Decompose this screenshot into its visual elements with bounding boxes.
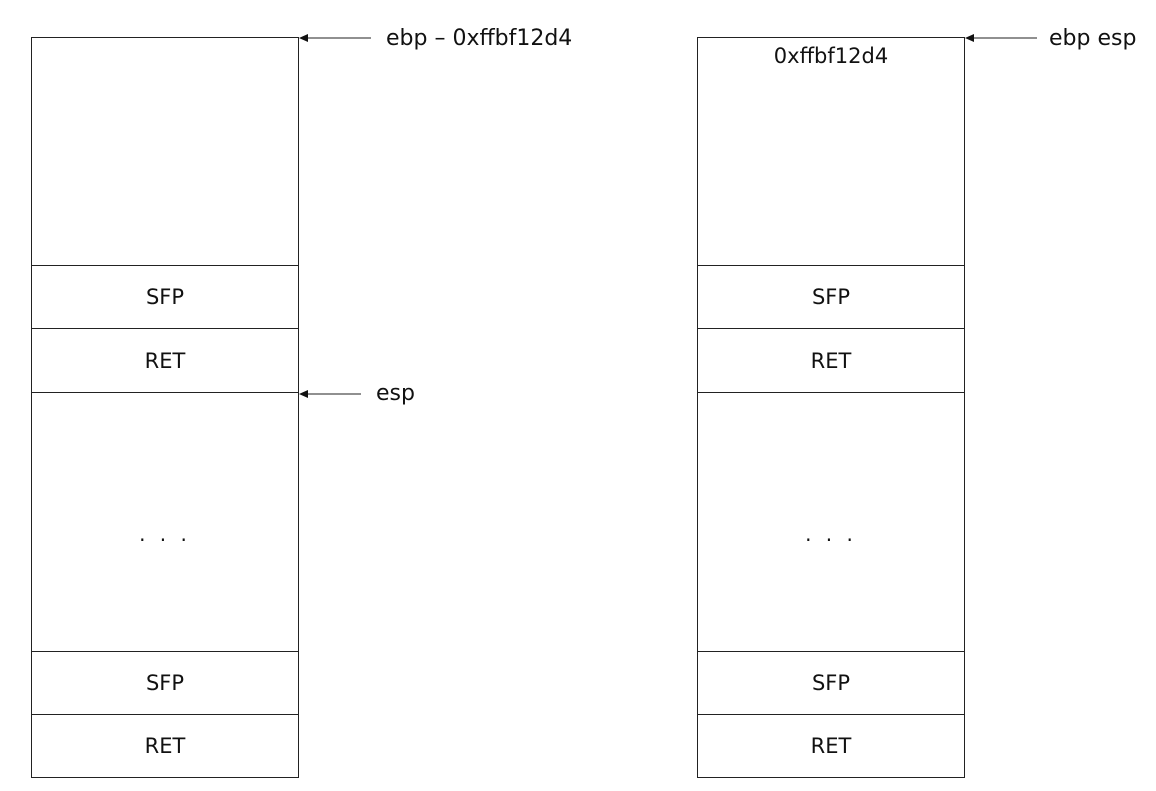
left-ret-lower: RET bbox=[31, 714, 299, 778]
right-sfp-upper-label: SFP bbox=[811, 285, 851, 309]
right-sfp-upper: SFP bbox=[697, 265, 965, 329]
arrow-left-icon bbox=[299, 34, 371, 42]
left-ret-lower-label: RET bbox=[144, 734, 186, 758]
left-ebp-pointer-label: ebp – 0xffbf12d4 bbox=[386, 26, 573, 51]
arrow-left-icon bbox=[299, 390, 361, 398]
left-ret-upper: RET bbox=[31, 328, 299, 393]
left-stack-frame: SFP RET · · · SFP RET bbox=[31, 37, 299, 778]
left-ebp-pointer-arrow bbox=[299, 32, 371, 44]
left-sfp-lower: SFP bbox=[31, 651, 299, 715]
left-esp-pointer-arrow bbox=[299, 388, 361, 400]
right-ret-upper-label: RET bbox=[810, 348, 852, 373]
left-sfp-upper-label: SFP bbox=[145, 285, 185, 309]
left-ret-upper-label: RET bbox=[144, 348, 186, 373]
arrow-left-icon bbox=[965, 34, 1037, 42]
right-stack-frame: 0xffbf12d4 SFP RET · · · SFP RET bbox=[697, 37, 965, 778]
right-sfp-lower-label: SFP bbox=[811, 671, 851, 695]
right-sfp-lower: SFP bbox=[697, 651, 965, 715]
left-sfp-lower-label: SFP bbox=[145, 671, 185, 695]
left-sfp-upper: SFP bbox=[31, 265, 299, 329]
left-esp-pointer-label: esp bbox=[376, 381, 415, 406]
left-ellipsis: · · · bbox=[139, 528, 191, 552]
right-ellipsis: · · · bbox=[805, 528, 857, 552]
right-ret-lower-label: RET bbox=[810, 734, 852, 758]
right-ebp-esp-pointer-arrow bbox=[965, 32, 1037, 44]
right-ebp-esp-pointer-label: ebp esp bbox=[1049, 26, 1137, 51]
right-top-value: 0xffbf12d4 bbox=[773, 44, 889, 68]
right-ret-upper: RET bbox=[697, 328, 965, 393]
right-ret-lower: RET bbox=[697, 714, 965, 778]
